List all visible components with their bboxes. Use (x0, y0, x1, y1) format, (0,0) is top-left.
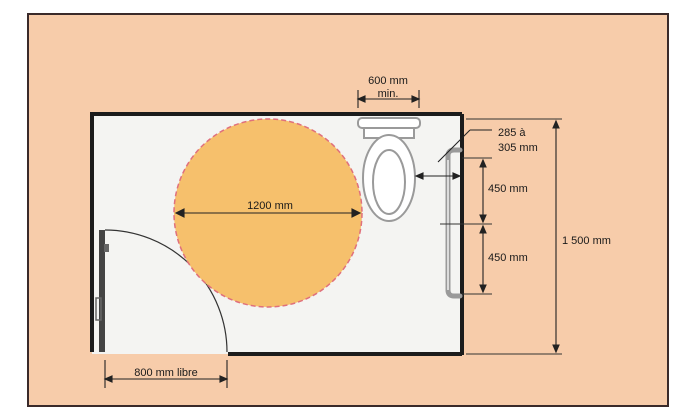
dimension-extension-lines (440, 118, 562, 355)
turning-diameter-dimension (174, 208, 362, 218)
door-clearance-dimension (103, 360, 229, 388)
room-depth-label: 1 500 mm (562, 235, 611, 247)
upper-bar-dimension (479, 158, 487, 224)
room-depth-dimension (552, 119, 560, 354)
door-jamb (99, 230, 105, 352)
door-handle (95, 297, 102, 321)
upper-bar-label: 450 mm (488, 183, 528, 195)
door-clearance-label: 800 mm libre (134, 367, 198, 379)
toilet-offset-label-line2: 305 mm (498, 142, 538, 154)
lower-bar-dimension (479, 224, 487, 294)
door-hinge (104, 244, 109, 252)
toilet-width-dimension (356, 90, 421, 108)
toilet-offset-dimension (414, 129, 492, 180)
toilet-width-min-label: min. (378, 88, 399, 100)
toilet-offset-label-line1: 285 à (498, 127, 526, 139)
room-walls (90, 112, 464, 356)
toilet-width-label: 600 mm (368, 75, 408, 87)
turning-diameter-label: 1200 mm (247, 200, 293, 212)
toilet-icon (357, 117, 421, 222)
lower-bar-label: 450 mm (488, 252, 528, 264)
